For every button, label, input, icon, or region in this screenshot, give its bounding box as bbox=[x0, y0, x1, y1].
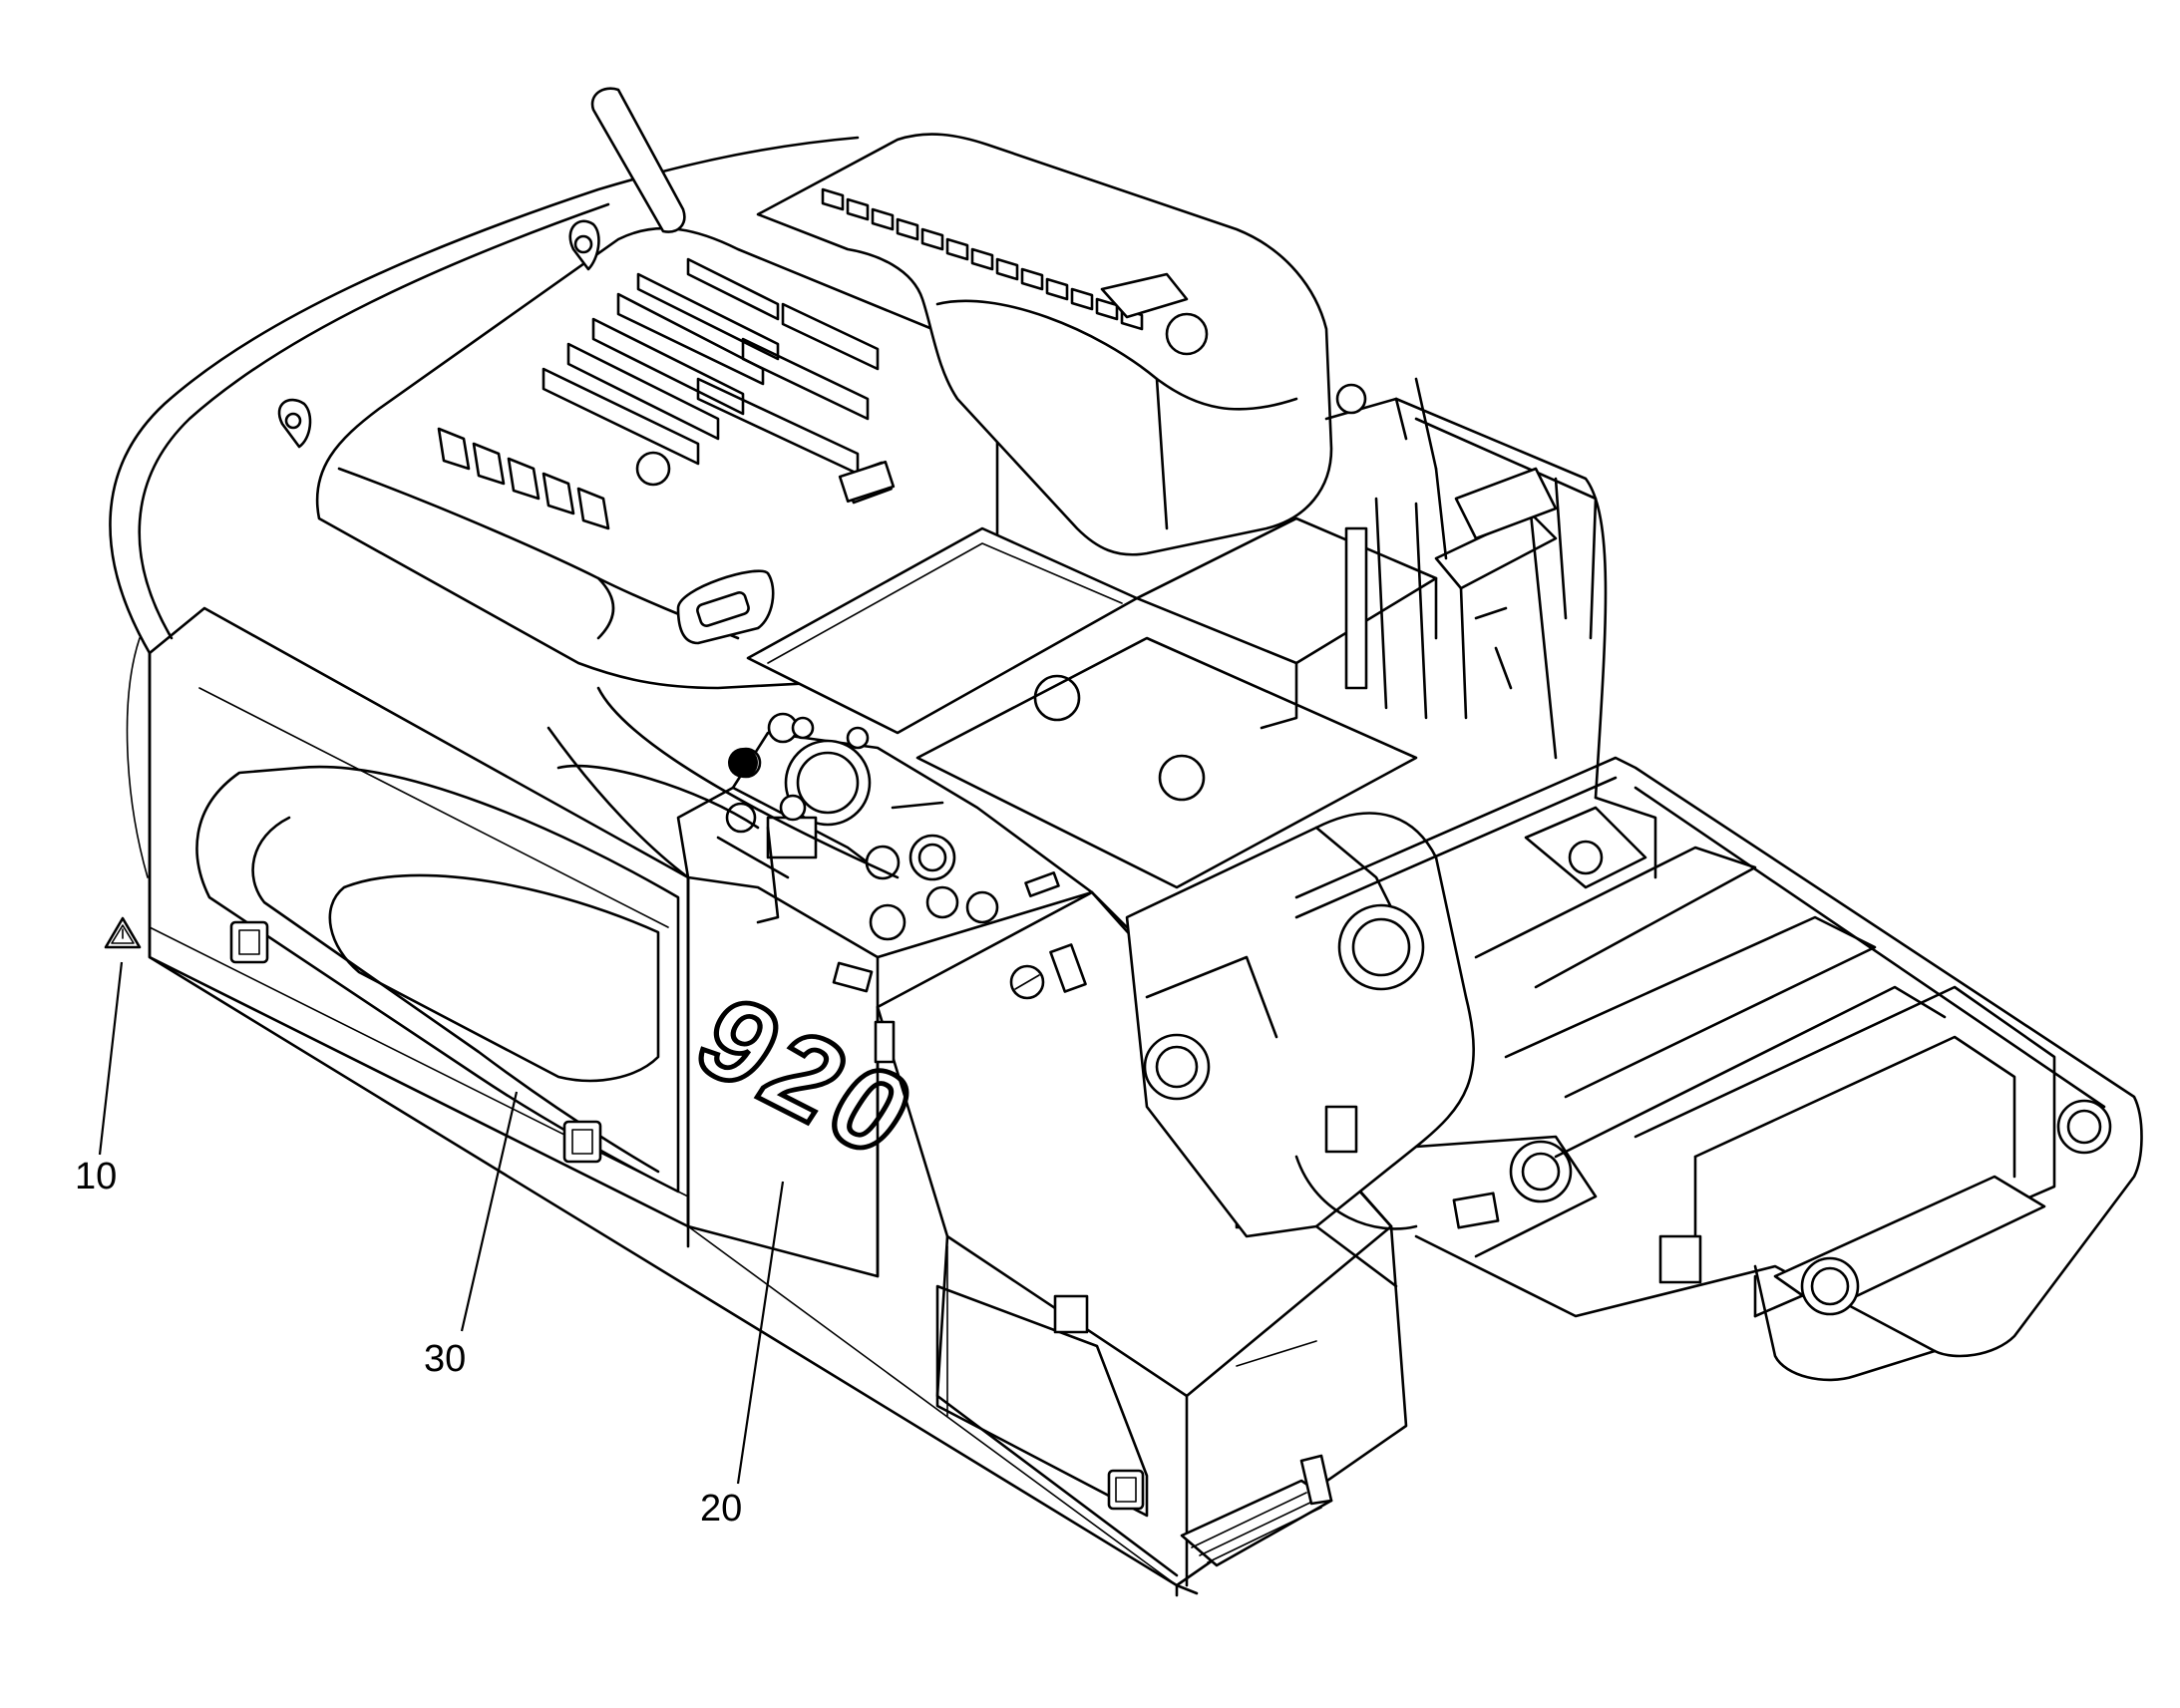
leader-lines bbox=[98, 961, 785, 1485]
leader-20 bbox=[736, 1181, 785, 1485]
rear-right-frame bbox=[1324, 377, 1608, 800]
warning-triangle-icon bbox=[104, 916, 142, 949]
lower-frame bbox=[1294, 756, 2143, 1382]
leader-10 bbox=[98, 961, 124, 1156]
engine-hood-right bbox=[756, 133, 1333, 556]
callout-20: 20 bbox=[700, 1488, 742, 1530]
hood-slots-right bbox=[821, 187, 1144, 331]
hood-slots-left bbox=[437, 427, 610, 530]
model-badge: 920 bbox=[671, 970, 944, 1186]
deck-plates bbox=[546, 497, 1558, 889]
top-deck bbox=[676, 712, 1094, 993]
leader-30 bbox=[460, 1091, 519, 1332]
model-badge-text: 920 bbox=[674, 973, 942, 1184]
boom-mount bbox=[1125, 812, 1598, 1288]
callout-30: 30 bbox=[424, 1338, 466, 1380]
callout-10: 10 bbox=[75, 1156, 117, 1197]
